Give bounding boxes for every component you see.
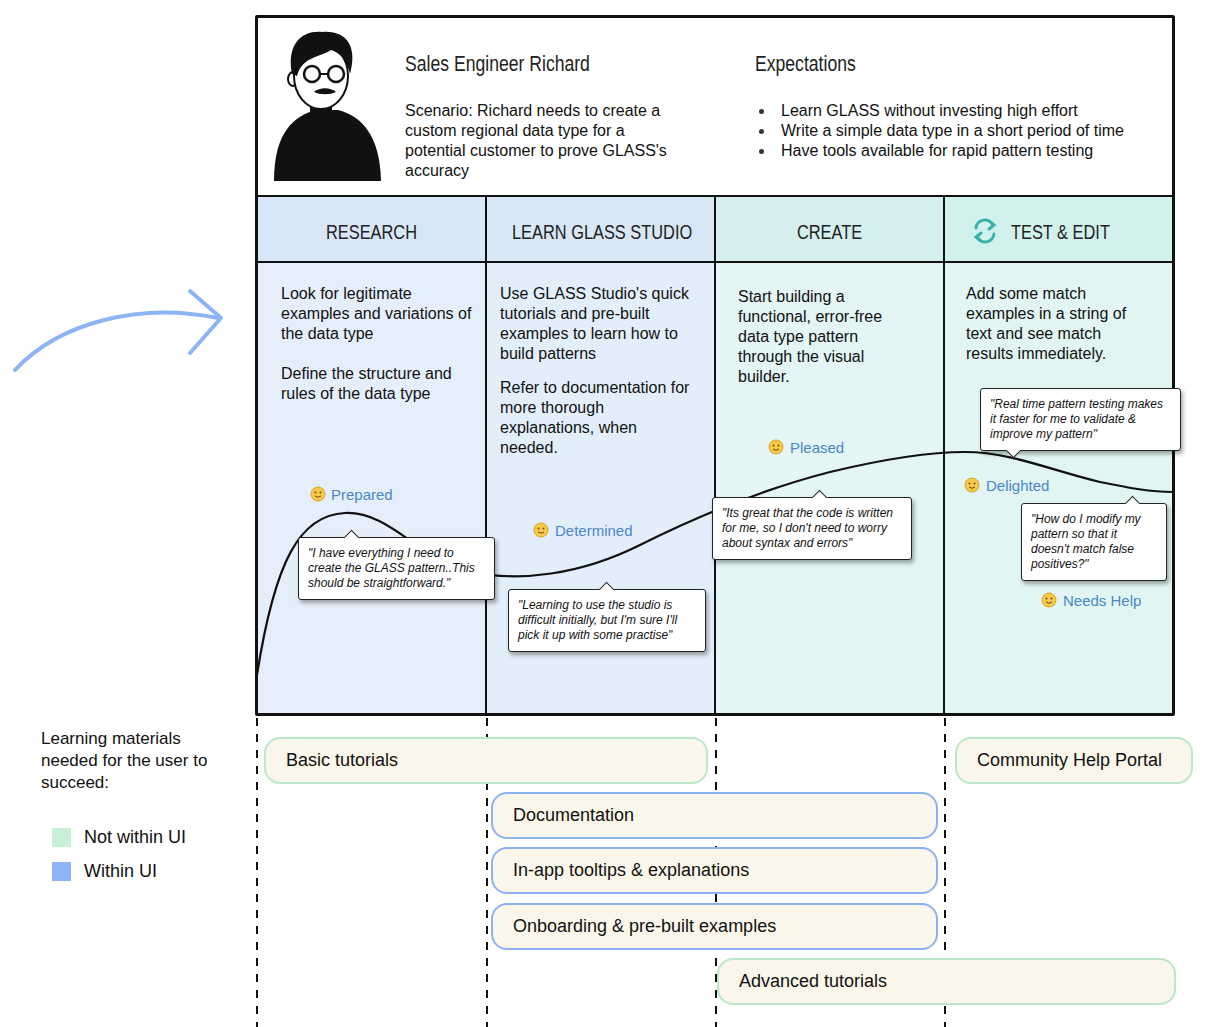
material-bar: In-app tooltips & explanations bbox=[491, 847, 938, 894]
material-bar: Community Help Portal bbox=[955, 737, 1193, 784]
material-bar: Advanced tutorials bbox=[717, 958, 1176, 1005]
bubble-tail bbox=[812, 490, 828, 506]
legend-swatch bbox=[52, 862, 71, 881]
emotion-label: Pleased bbox=[790, 439, 844, 457]
emotion-label: Prepared bbox=[331, 486, 393, 504]
node-text: Advanced tutorials bbox=[739, 971, 887, 992]
expectation-item: Have tools available for rapid pattern t… bbox=[781, 141, 1171, 161]
node-text: "Its great that the code is written for … bbox=[722, 506, 902, 551]
bubble-tail bbox=[344, 530, 360, 546]
emotion-label: Determined bbox=[555, 522, 633, 540]
stage-title: CREATE bbox=[741, 219, 918, 245]
stage-column: LEARN GLASS STUDIO Use GLASS Studio's qui… bbox=[487, 197, 716, 713]
bullet-dot bbox=[759, 129, 764, 134]
bullet-dot bbox=[759, 109, 764, 114]
scenario-text: Scenario: Richard needs to create a cust… bbox=[405, 101, 685, 181]
material-bar: Basic tutorials bbox=[264, 737, 708, 784]
speech-bubble: "Its great that the code is written for … bbox=[712, 497, 912, 560]
bullet-dot bbox=[759, 149, 764, 154]
stage-description: Refer to documentation for more thorough… bbox=[500, 378, 695, 458]
node-text: Onboarding & pre-built examples bbox=[513, 916, 776, 937]
bubble-tail bbox=[1006, 443, 1022, 459]
emotion-label: Needs Help bbox=[1063, 592, 1141, 610]
stage-description: Add some match examples in a string of t… bbox=[966, 284, 1148, 364]
arrow-curve bbox=[15, 313, 218, 370]
material-bar: Onboarding & pre-built examples bbox=[491, 903, 938, 950]
legend-label: Within UI bbox=[84, 860, 157, 882]
node-text: Documentation bbox=[513, 805, 634, 826]
persona-name: Sales Engineer Richard bbox=[405, 50, 661, 78]
expectation-item: Learn GLASS without investing high effor… bbox=[781, 101, 1171, 121]
stage-column: TEST & EDIT Add some match examples in a … bbox=[945, 197, 1172, 713]
bubble-tail bbox=[599, 582, 615, 598]
legend-label: Not within UI bbox=[84, 826, 186, 848]
stage-title: LEARN GLASS STUDIO bbox=[512, 219, 689, 245]
speech-bubble: "Learning to use the studio is difficult… bbox=[508, 589, 706, 652]
node-text: Community Help Portal bbox=[977, 750, 1162, 771]
stage-divider bbox=[257, 718, 945, 1027]
stage-title: RESEARCH bbox=[283, 219, 460, 245]
arrow-head bbox=[190, 291, 221, 353]
emotion-label: Delighted bbox=[986, 477, 1049, 495]
expectation-item: Write a simple data type in a short peri… bbox=[781, 121, 1171, 141]
speech-bubble: "Real time pattern testing makes it fast… bbox=[980, 388, 1181, 451]
dashed-line bbox=[256, 718, 258, 1027]
node-text: "Real time pattern testing makes it fast… bbox=[990, 397, 1171, 442]
persona-header: Sales Engineer RichardScenario: Richard … bbox=[258, 18, 1172, 197]
materials-heading: Learning materials needed for the user t… bbox=[41, 728, 221, 794]
speech-bubble: "How do I modify my pattern so that it d… bbox=[1021, 503, 1167, 581]
stage-description: Use GLASS Studio's quick tutorials and p… bbox=[500, 284, 695, 364]
expectations-heading: Expectations bbox=[755, 50, 955, 78]
node-text: "Learning to use the studio is difficult… bbox=[518, 598, 696, 643]
material-bar: Documentation bbox=[491, 792, 938, 839]
stage-title: TEST & EDIT bbox=[1011, 219, 1128, 245]
bubble-tail bbox=[1125, 496, 1141, 512]
speech-bubble: "I have everything I need to create the … bbox=[298, 537, 495, 600]
stage-description: Look for legitimate examples and variati… bbox=[281, 284, 481, 344]
node-text: "How do I modify my pattern so that it d… bbox=[1031, 512, 1157, 572]
node-text: Basic tutorials bbox=[286, 750, 398, 771]
stage-description: Start building a functional, error-free … bbox=[738, 287, 908, 387]
stage-description: Define the structure and rules of the da… bbox=[281, 364, 481, 404]
stage-column: RESEARCH Look for legitimate examples and… bbox=[258, 197, 487, 713]
legend-swatch bbox=[52, 828, 71, 847]
node-text: "I have everything I need to create the … bbox=[308, 546, 485, 591]
node-text: In-app tooltips & explanations bbox=[513, 860, 749, 881]
entry-arrow bbox=[15, 291, 221, 370]
